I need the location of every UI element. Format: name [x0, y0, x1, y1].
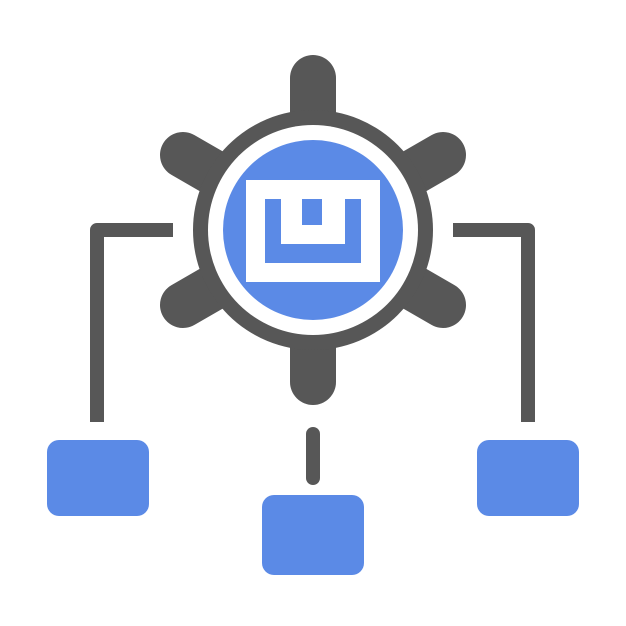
connector-lines: [90, 223, 535, 485]
u-frame-notch-gap: [302, 199, 322, 225]
connector-left: [90, 223, 173, 422]
connector-right: [453, 223, 535, 422]
u-frame-symbol: [246, 180, 380, 282]
node-center: [262, 495, 364, 575]
node-left: [47, 440, 149, 516]
flow-nodes: [47, 440, 579, 575]
node-right: [477, 440, 579, 516]
